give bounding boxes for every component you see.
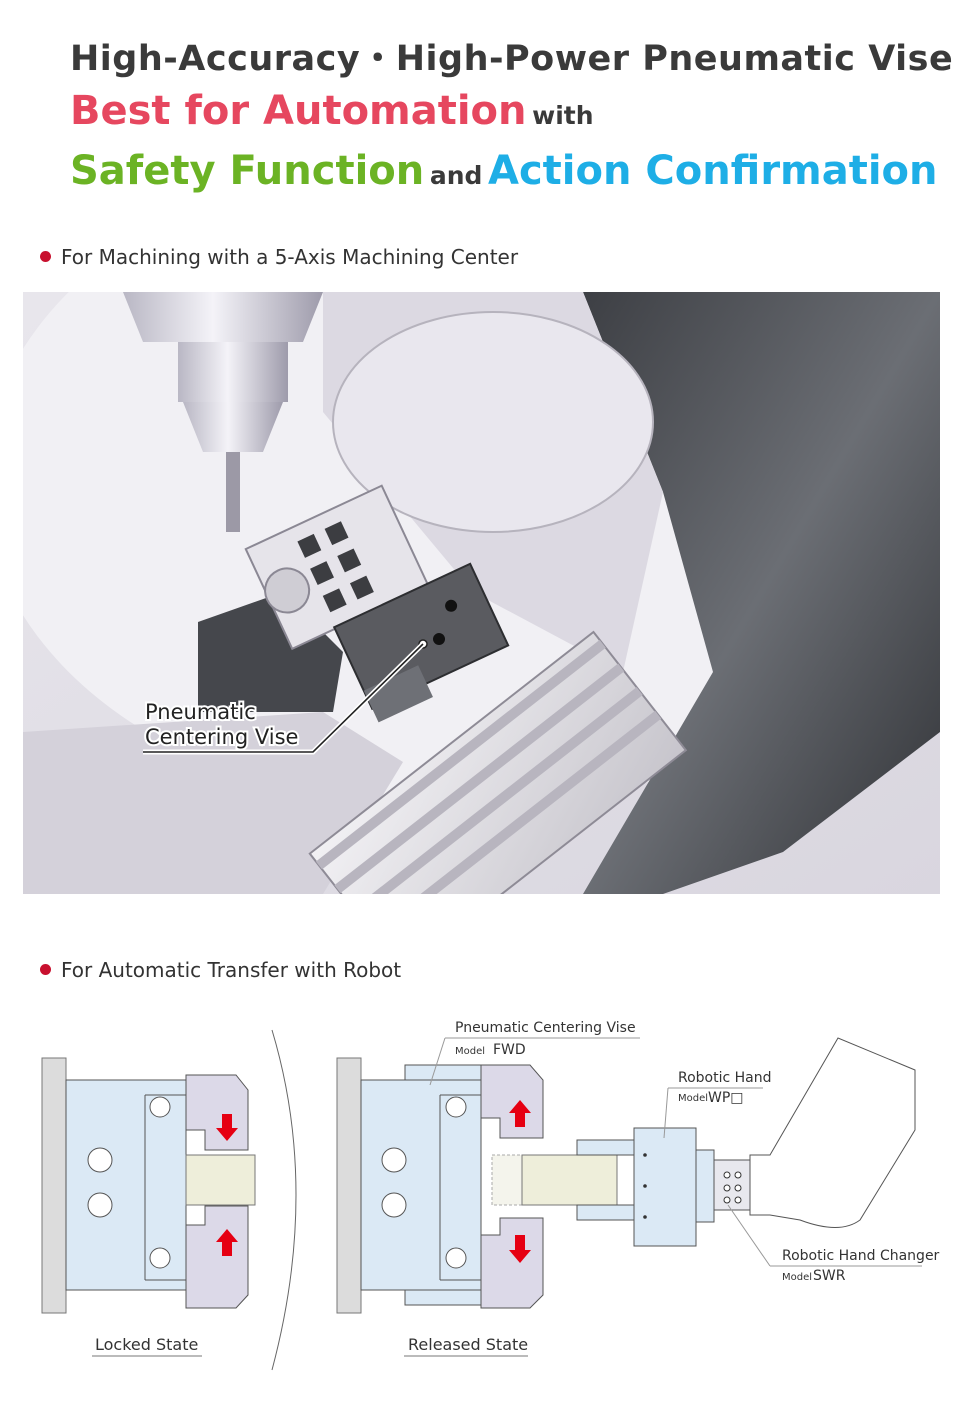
callout-label-line1: Pneumatic: [145, 700, 256, 724]
hand-label: Robotic Hand: [678, 1070, 772, 1086]
robot-transfer-diagram: Locked State: [41, 1020, 940, 1371]
changer-model: SWR: [813, 1268, 846, 1284]
vise-model-prefix: Model: [455, 1046, 485, 1057]
floor: [23, 712, 403, 894]
automation-text: Best for Automation: [70, 88, 527, 134]
callout-line: [143, 643, 424, 753]
spindle-head: [123, 292, 323, 342]
subtitle-automation: Best for Automation with: [70, 88, 594, 134]
action-confirmation-text: Action Confirmation: [487, 148, 938, 194]
subtitle-functions: Safety Function and Action Confirmation: [70, 148, 938, 194]
bullet-icon: [40, 251, 51, 262]
vise-model: FWD: [493, 1042, 526, 1058]
section-heading-machining-text: For Machining with a 5-Axis Machining Ce…: [61, 245, 519, 269]
robot-arm: [749, 1037, 916, 1228]
pneumatic-vise: [332, 562, 510, 723]
tool-bit: [226, 452, 240, 532]
section-heading-robot-text: For Automatic Transfer with Robot: [61, 958, 402, 982]
workpiece: [244, 484, 430, 651]
section-heading-machining: For Machining with a 5-Axis Machining Ce…: [40, 245, 518, 269]
machining-center-illustration: Pneumatic Centering Vise: [23, 292, 940, 894]
with-text: with: [532, 101, 594, 130]
arrow-up-icon: [509, 1100, 531, 1127]
section-heading-robot: For Automatic Transfer with Robot: [40, 958, 401, 982]
round-table: [332, 311, 654, 533]
bullet-icon: [40, 964, 51, 975]
safety-function-text: Safety Function: [70, 148, 425, 194]
vise-label: Pneumatic Centering Vise: [455, 1020, 636, 1036]
and-text: and: [429, 161, 483, 190]
fixture-plate: [308, 630, 688, 894]
arrow-down-icon: [216, 1114, 238, 1141]
arrow-down-icon: [509, 1235, 531, 1263]
spindle-body: [178, 342, 288, 402]
hand-changer: [713, 1159, 751, 1211]
spindle-taper: [183, 402, 283, 452]
released-state-diagram: Pneumatic Centering Vise Model FWD Robot…: [336, 1020, 940, 1357]
changer-label: Robotic Hand Changer: [782, 1248, 940, 1264]
robotic-hand: [633, 1127, 697, 1247]
arrow-up-icon: [216, 1229, 238, 1256]
hand-model: WP□: [708, 1090, 744, 1106]
released-caption: Released State: [408, 1335, 528, 1354]
locked-caption: Locked State: [95, 1335, 198, 1354]
callout-label-line2: Centering Vise: [145, 725, 298, 749]
page-title: High-Accuracy・High-Power Pneumatic Vise: [70, 39, 954, 79]
hand-model-prefix: Model: [678, 1093, 708, 1104]
changer-model-prefix: Model: [782, 1272, 812, 1283]
locked-state-diagram: Locked State: [41, 1029, 297, 1371]
